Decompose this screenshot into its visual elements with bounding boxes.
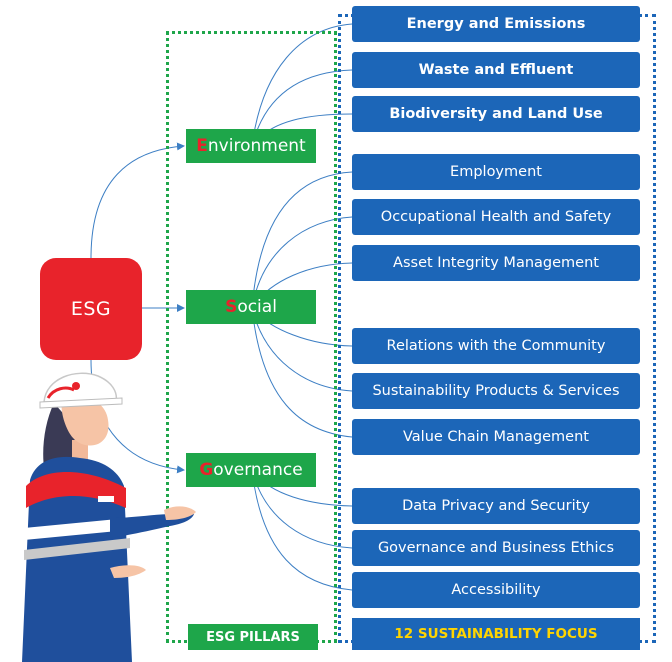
focus-community-relations: Relations with the Community <box>352 328 640 364</box>
esg-to-environment-arrow <box>90 142 185 259</box>
focus-asset-integrity: Asset Integrity Management <box>352 245 640 281</box>
pillar-label: nvironment <box>207 136 306 156</box>
focus-accessibility: Accessibility <box>352 572 640 608</box>
esg-label: ESG <box>70 298 112 320</box>
sustainability-focus-label: 12 SUSTAINABILITY FOCUS <box>352 618 640 650</box>
focus-employment: Employment <box>352 154 640 190</box>
esg-pillars-label: ESG PILLARS <box>188 624 318 650</box>
pillar-label: ocial <box>237 297 277 317</box>
focus-waste-effluent: Waste and Effluent <box>352 52 640 88</box>
focus-sustainability-products: Sustainability Products & Services <box>352 373 640 409</box>
focus-governance-ethics: Governance and Business Ethics <box>352 530 640 566</box>
esg-center-node: ESG <box>40 258 142 360</box>
focus-biodiversity-land-use: Biodiversity and Land Use <box>352 96 640 132</box>
pillar-initial: S <box>225 297 238 317</box>
pillar-label: overnance <box>213 460 303 480</box>
focus-energy-emissions: Energy and Emissions <box>352 6 640 42</box>
focus-value-chain: Value Chain Management <box>352 419 640 455</box>
worker-illustration <box>22 372 196 662</box>
focus-occupational-health-safety: Occupational Health and Safety <box>352 199 640 235</box>
pillar-initial: E <box>196 136 208 156</box>
focus-data-privacy: Data Privacy and Security <box>352 488 640 524</box>
pillar-initial: G <box>199 460 214 480</box>
